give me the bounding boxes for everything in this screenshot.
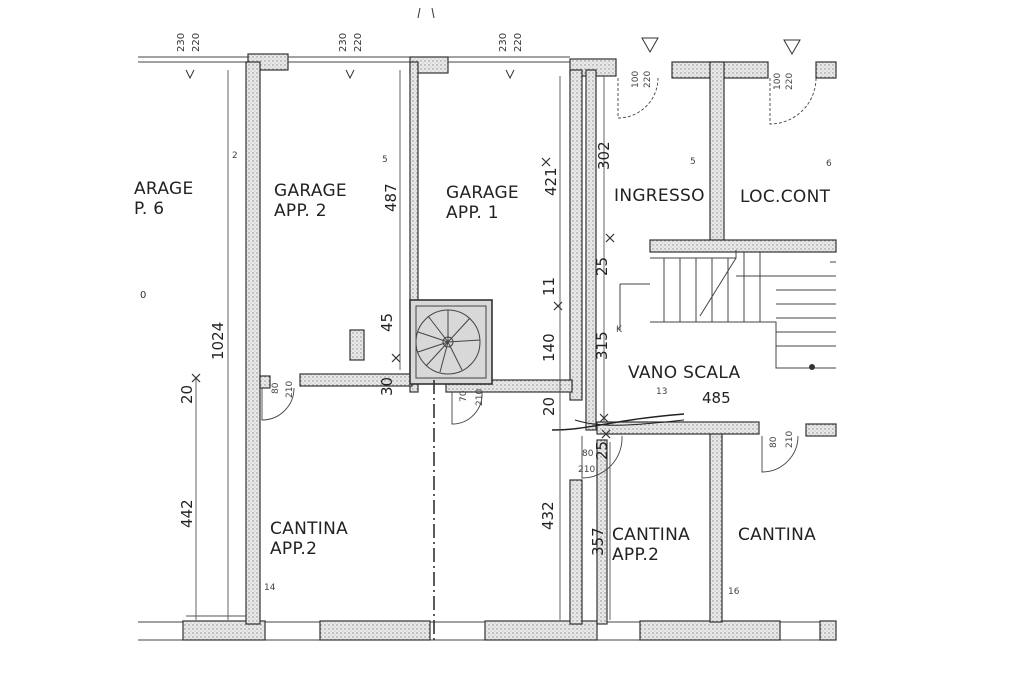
section-line bbox=[551, 413, 685, 431]
door-mid-70: 70 bbox=[459, 390, 469, 402]
door-c-80: 80 bbox=[582, 449, 594, 459]
dim-25-top: 25 bbox=[593, 257, 611, 276]
dim-302: 302 bbox=[595, 141, 613, 170]
room-garage-6-line1: ARAGE bbox=[134, 179, 194, 199]
room-cantina: CANTINA bbox=[738, 525, 816, 545]
door-mid-210: 210 bbox=[475, 389, 485, 406]
dim-487: 487 bbox=[382, 183, 400, 212]
room-labels: ARAGE P. 6 GARAGE APP. 2 GARAGE APP. 1 I… bbox=[134, 179, 831, 565]
top-wall bbox=[138, 53, 837, 79]
opening-c-230: 230 bbox=[498, 33, 509, 52]
room-number-5a: 5 bbox=[382, 155, 388, 165]
room-garage-app1-line1: GARAGE bbox=[446, 183, 519, 203]
opening-c-220: 220 bbox=[513, 33, 524, 52]
dimension-texts: 1024 20 442 487 45 30 421 11 140 20 432 … bbox=[178, 141, 731, 556]
dim-432: 432 bbox=[539, 501, 557, 530]
room-loc-cont: LOC.CONT bbox=[740, 187, 831, 207]
dimension-lines bbox=[186, 70, 615, 620]
level-markers bbox=[185, 7, 801, 80]
room-garage-6-line2: P. 6 bbox=[134, 199, 164, 219]
window-2-100: 100 bbox=[773, 73, 783, 90]
room-cantina-app2-right-line2: APP.2 bbox=[612, 545, 659, 565]
room-number-13: 13 bbox=[656, 387, 667, 397]
spiral-stair bbox=[409, 299, 493, 385]
room-number-0: 0 bbox=[140, 290, 146, 301]
room-garage-app1-line2: APP. 1 bbox=[446, 203, 499, 223]
door-r-80: 80 bbox=[769, 436, 779, 448]
room-cantina-app2-left-line1: CANTINA bbox=[270, 519, 348, 539]
door-c-210: 210 bbox=[578, 465, 595, 475]
room-number-6: 6 bbox=[826, 159, 832, 169]
dim-485: 485 bbox=[702, 389, 731, 407]
room-garage-app2-line1: GARAGE bbox=[274, 181, 347, 201]
opening-a-220: 220 bbox=[191, 33, 202, 52]
dim-20-left: 20 bbox=[178, 385, 196, 404]
room-cantina-app2-right-line1: CANTINA bbox=[612, 525, 690, 545]
room-garage-app2-line2: APP. 2 bbox=[274, 201, 327, 221]
room-ingresso: INGRESSO bbox=[614, 186, 705, 206]
opening-b-220: 220 bbox=[353, 33, 364, 52]
window-1-100: 100 bbox=[631, 71, 641, 88]
opening-b-230: 230 bbox=[338, 33, 349, 52]
dim-30: 30 bbox=[378, 377, 396, 396]
room-number-2: 2 bbox=[232, 151, 238, 161]
dim-1024: 1024 bbox=[209, 322, 227, 360]
dim-25-bot: 25 bbox=[593, 441, 611, 460]
dim-11: 11 bbox=[540, 277, 558, 296]
dim-442: 442 bbox=[178, 499, 196, 528]
room-number-16: 16 bbox=[728, 587, 740, 597]
room-cantina-app2-left-line2: APP.2 bbox=[270, 539, 317, 559]
dim-45: 45 bbox=[378, 313, 396, 332]
bottom-wall bbox=[138, 620, 837, 641]
stair-mark: K bbox=[616, 325, 623, 335]
window-2-220: 220 bbox=[785, 73, 795, 90]
dim-421: 421 bbox=[542, 167, 560, 196]
opening-texts: 230 220 230 220 230 220 100 220 100 220 … bbox=[176, 33, 795, 475]
room-number-14: 14 bbox=[264, 583, 276, 593]
room-numbers: 2 5 5 6 13 14 16 0 bbox=[140, 151, 832, 597]
door-r-210: 210 bbox=[785, 431, 795, 448]
window-1-220: 220 bbox=[643, 71, 653, 88]
opening-a-230: 230 bbox=[176, 33, 187, 52]
room-number-5b: 5 bbox=[690, 157, 696, 167]
door-left-80: 80 bbox=[271, 382, 281, 394]
dim-140: 140 bbox=[540, 333, 558, 362]
door-left-210: 210 bbox=[285, 381, 295, 398]
main-stair bbox=[619, 250, 836, 370]
room-vano-scala: VANO SCALA bbox=[628, 363, 741, 383]
dim-357: 357 bbox=[589, 527, 607, 556]
dim-20-mid: 20 bbox=[540, 397, 558, 416]
dim-315: 315 bbox=[593, 331, 611, 360]
vertical-walls bbox=[245, 61, 725, 625]
door-swings bbox=[261, 77, 817, 479]
